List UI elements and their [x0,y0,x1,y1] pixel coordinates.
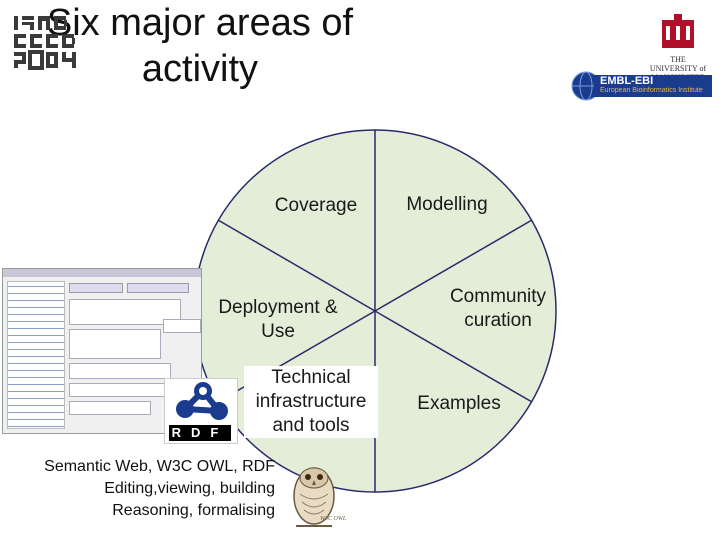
segment-technical-infrastructure: Technical infrastructure and tools [244,366,378,438]
owl-icon [293,467,335,527]
owl-illustration: W3C OWL [280,460,354,532]
ebi-band: EMBL-EBI European Bioinformatics Institu… [594,75,712,97]
caption-line: Semantic Web, W3C OWL, RDF [44,458,275,475]
ismb-eccb-2004-logo [12,14,104,70]
ebi-subtitle: European Bioinformatics Institute [600,87,703,94]
segment-modelling: Modelling [406,194,488,215]
segment-coverage: Coverage [274,195,358,216]
caption-line: Reasoning, formalising [112,502,275,519]
rdf-graph-icon [176,382,228,420]
segment-community-curation: Community curation [449,286,547,331]
caption-line: Editing,viewing, building [104,480,275,497]
technology-caption: Semantic Web, W3C OWL, RDF Editing,viewi… [44,456,275,522]
segment-examples: Examples [417,393,501,414]
owl-signature: W3C OWL [320,516,347,522]
divider-lower-right [374,310,533,403]
divider-upper-right [374,219,533,312]
embl-ebi-logo: EMBL-EBI European Bioinformatics Institu… [568,70,714,102]
ebi-name: EMBL-EBI [600,75,654,87]
divider-upper-left [217,219,376,312]
rdf-label: RDF [169,425,231,441]
slide-title: Six major areas of activity [46,2,354,90]
manchester-building-icon [662,14,694,48]
segment-deployment-use: Deployment & Use [218,297,338,342]
rdf-logo: RDF [164,378,238,444]
